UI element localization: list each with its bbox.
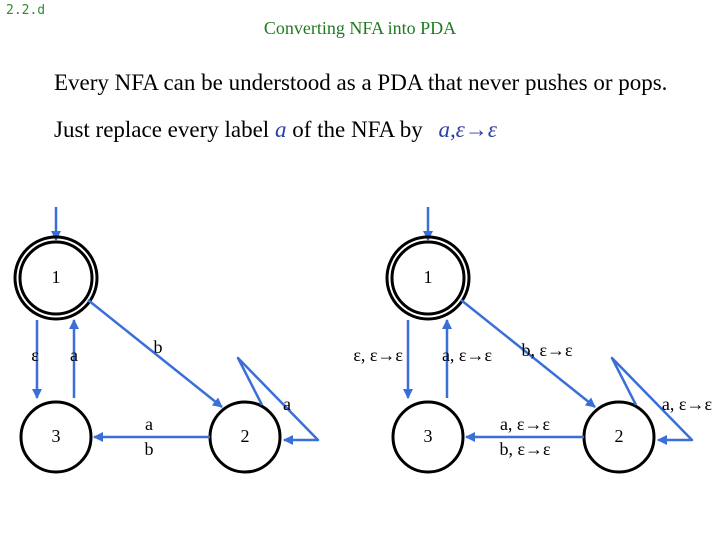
line2-mid: of the NFA by [286,117,429,142]
nfa-state-3-label: 3 [52,426,61,446]
pda-state-1-label: 1 [424,267,433,287]
nfa-label-eps: ε [31,345,39,365]
pda-label-eps: ε, ε→ε [353,345,403,365]
body-line-2: Just replace every label a of the NFA by… [54,117,497,143]
nfa-label-ab-a: a [145,414,153,434]
pda-label-b: b, ε→ε [521,340,573,360]
nfa-state-3: 3 [19,400,93,474]
pda-label-a-up: a, ε→ε [442,345,493,365]
pda-diagram: 1 3 2 ε, ε→ε a, ε→ε b, ε→ε a, ε→ε b, ε→ε… [353,207,713,474]
nfa-loop-2-a [236,356,320,445]
nfa-state-2: 2 [208,400,282,474]
pda-loop-2-a [610,356,694,445]
page-title: Converting NFA into PDA [263,18,457,38]
pda-state-2: 2 [582,400,656,474]
nfa-label-ab-b: b [145,439,154,459]
nfa-diagram: 1 3 2 ε a b a b a [13,207,320,474]
pda-state-2-label: 2 [615,426,624,446]
nfa-label-loop-a: a [283,394,291,414]
pda-label-ab-b: b, ε→ε [499,439,551,459]
pda-label-ab-a: a, ε→ε [500,414,551,434]
line2-a-label: a [274,117,287,142]
nfa-state-1-label: 1 [52,267,61,287]
pda-state-1: 1 [385,235,471,321]
pda-state-3-label: 3 [424,426,433,446]
body-line-1: Every NFA can be understood as a PDA tha… [54,70,668,95]
nfa-label-a-up: a [70,345,78,365]
pda-label-loop-a: a, ε→ε [662,394,713,414]
pda-edge-1-2-b [460,299,596,408]
nfa-edge-1-2-b [87,299,223,408]
pda-state-3: 3 [391,400,465,474]
nfa-label-b: b [154,337,163,357]
nfa-state-1: 1 [13,235,99,321]
line2-prefix: Just replace every label [54,117,275,142]
line2-transition: a,ε→ε [438,117,497,142]
slide-number: 2.2.d [6,3,46,18]
nfa-state-2-label: 2 [241,426,250,446]
